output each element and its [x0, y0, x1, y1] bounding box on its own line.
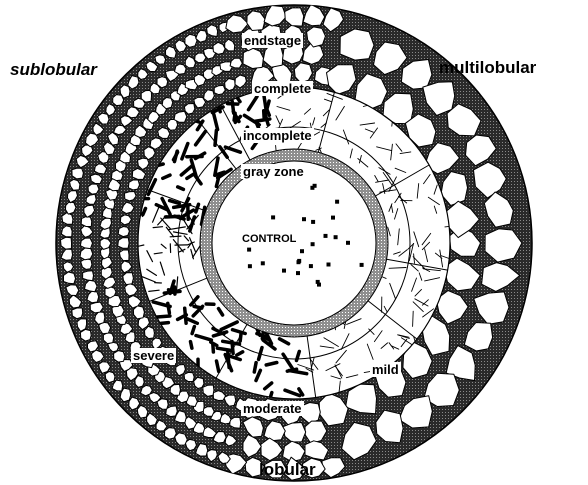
fiber-strand: [266, 363, 277, 366]
fiber-strand: [178, 187, 184, 190]
control-dot: [309, 264, 313, 268]
fiber-strand: [161, 323, 169, 324]
control-dot: [334, 235, 338, 239]
nodule: [103, 333, 113, 344]
control-dot: [282, 269, 286, 273]
fiber-strand: [234, 113, 235, 120]
fiber-strand: [170, 236, 181, 237]
control-dot: [331, 216, 335, 220]
control-dot: [261, 261, 265, 265]
control-dot: [360, 263, 364, 267]
nodule: [185, 34, 197, 47]
label-complete: complete: [252, 81, 313, 96]
fiber-strand: [264, 94, 266, 109]
label-incomplete: incomplete: [241, 128, 314, 143]
control-dot: [317, 283, 321, 287]
nodule: [340, 29, 374, 60]
label-severe: severe: [131, 348, 176, 363]
fiber-strand: [232, 342, 233, 354]
nodule: [184, 372, 194, 381]
fiber-strand: [254, 363, 256, 372]
fiber-strand: [156, 316, 170, 317]
nodule: [80, 329, 91, 341]
nodule: [230, 417, 241, 428]
control-dot: [335, 200, 339, 204]
nodule: [162, 98, 173, 109]
nodule: [72, 168, 84, 179]
nodule: [157, 77, 168, 88]
fiber-strand: [266, 116, 269, 125]
nodule: [81, 217, 92, 227]
nodule: [72, 308, 83, 319]
fiber-strand: [168, 303, 170, 313]
nodule: [175, 64, 187, 74]
control-dot: [310, 186, 314, 190]
control-dot: [248, 264, 252, 268]
nodule: [114, 351, 125, 363]
control-dot: [346, 241, 350, 245]
nodule: [118, 227, 129, 237]
label-control: CONTROL: [240, 232, 298, 247]
fiber-strand: [217, 348, 231, 350]
control-dot: [311, 242, 315, 246]
label-multilobular: multilobular: [439, 58, 536, 78]
label-mild: mild: [370, 362, 401, 377]
fiber-strand: [232, 101, 234, 113]
control-dot: [297, 260, 301, 264]
nodule: [158, 127, 170, 138]
fiber-strand: [287, 369, 296, 371]
fiber-strand: [166, 216, 180, 217]
label-moderate: moderate: [241, 401, 304, 416]
nodule: [83, 271, 94, 281]
nodule: [194, 377, 204, 388]
control-dot: [327, 263, 331, 267]
control-dot: [247, 248, 251, 252]
label-gray-zone: gray zone: [241, 164, 306, 179]
fiber-strand: [413, 311, 414, 326]
nodule: [141, 90, 151, 102]
nodule: [165, 428, 177, 440]
fiber-strand: [217, 361, 219, 371]
label-endstage: endstage: [242, 33, 303, 48]
label-lobular: lobular: [259, 460, 316, 480]
label-sublobular: sublobular: [10, 60, 97, 80]
control-dot: [296, 271, 300, 275]
control-dot: [311, 220, 315, 224]
fiber-strand: [143, 209, 146, 215]
fiber-strand: [213, 344, 214, 352]
control-dot: [271, 215, 275, 219]
nodule: [80, 238, 92, 249]
nodule: [203, 407, 214, 416]
nodule: [133, 306, 144, 319]
fiber-strand: [192, 327, 194, 334]
nodule: [184, 104, 194, 115]
control-dot: [300, 249, 304, 253]
nodule: [118, 238, 129, 249]
nodule: [64, 272, 76, 284]
control-dot: [302, 217, 306, 221]
nodule: [88, 184, 99, 194]
fiber-strand: [191, 342, 192, 349]
nodule: [243, 48, 264, 69]
nodule: [128, 180, 139, 190]
nodule: [145, 326, 155, 338]
nodule: [62, 213, 73, 225]
control-dot: [324, 234, 328, 238]
